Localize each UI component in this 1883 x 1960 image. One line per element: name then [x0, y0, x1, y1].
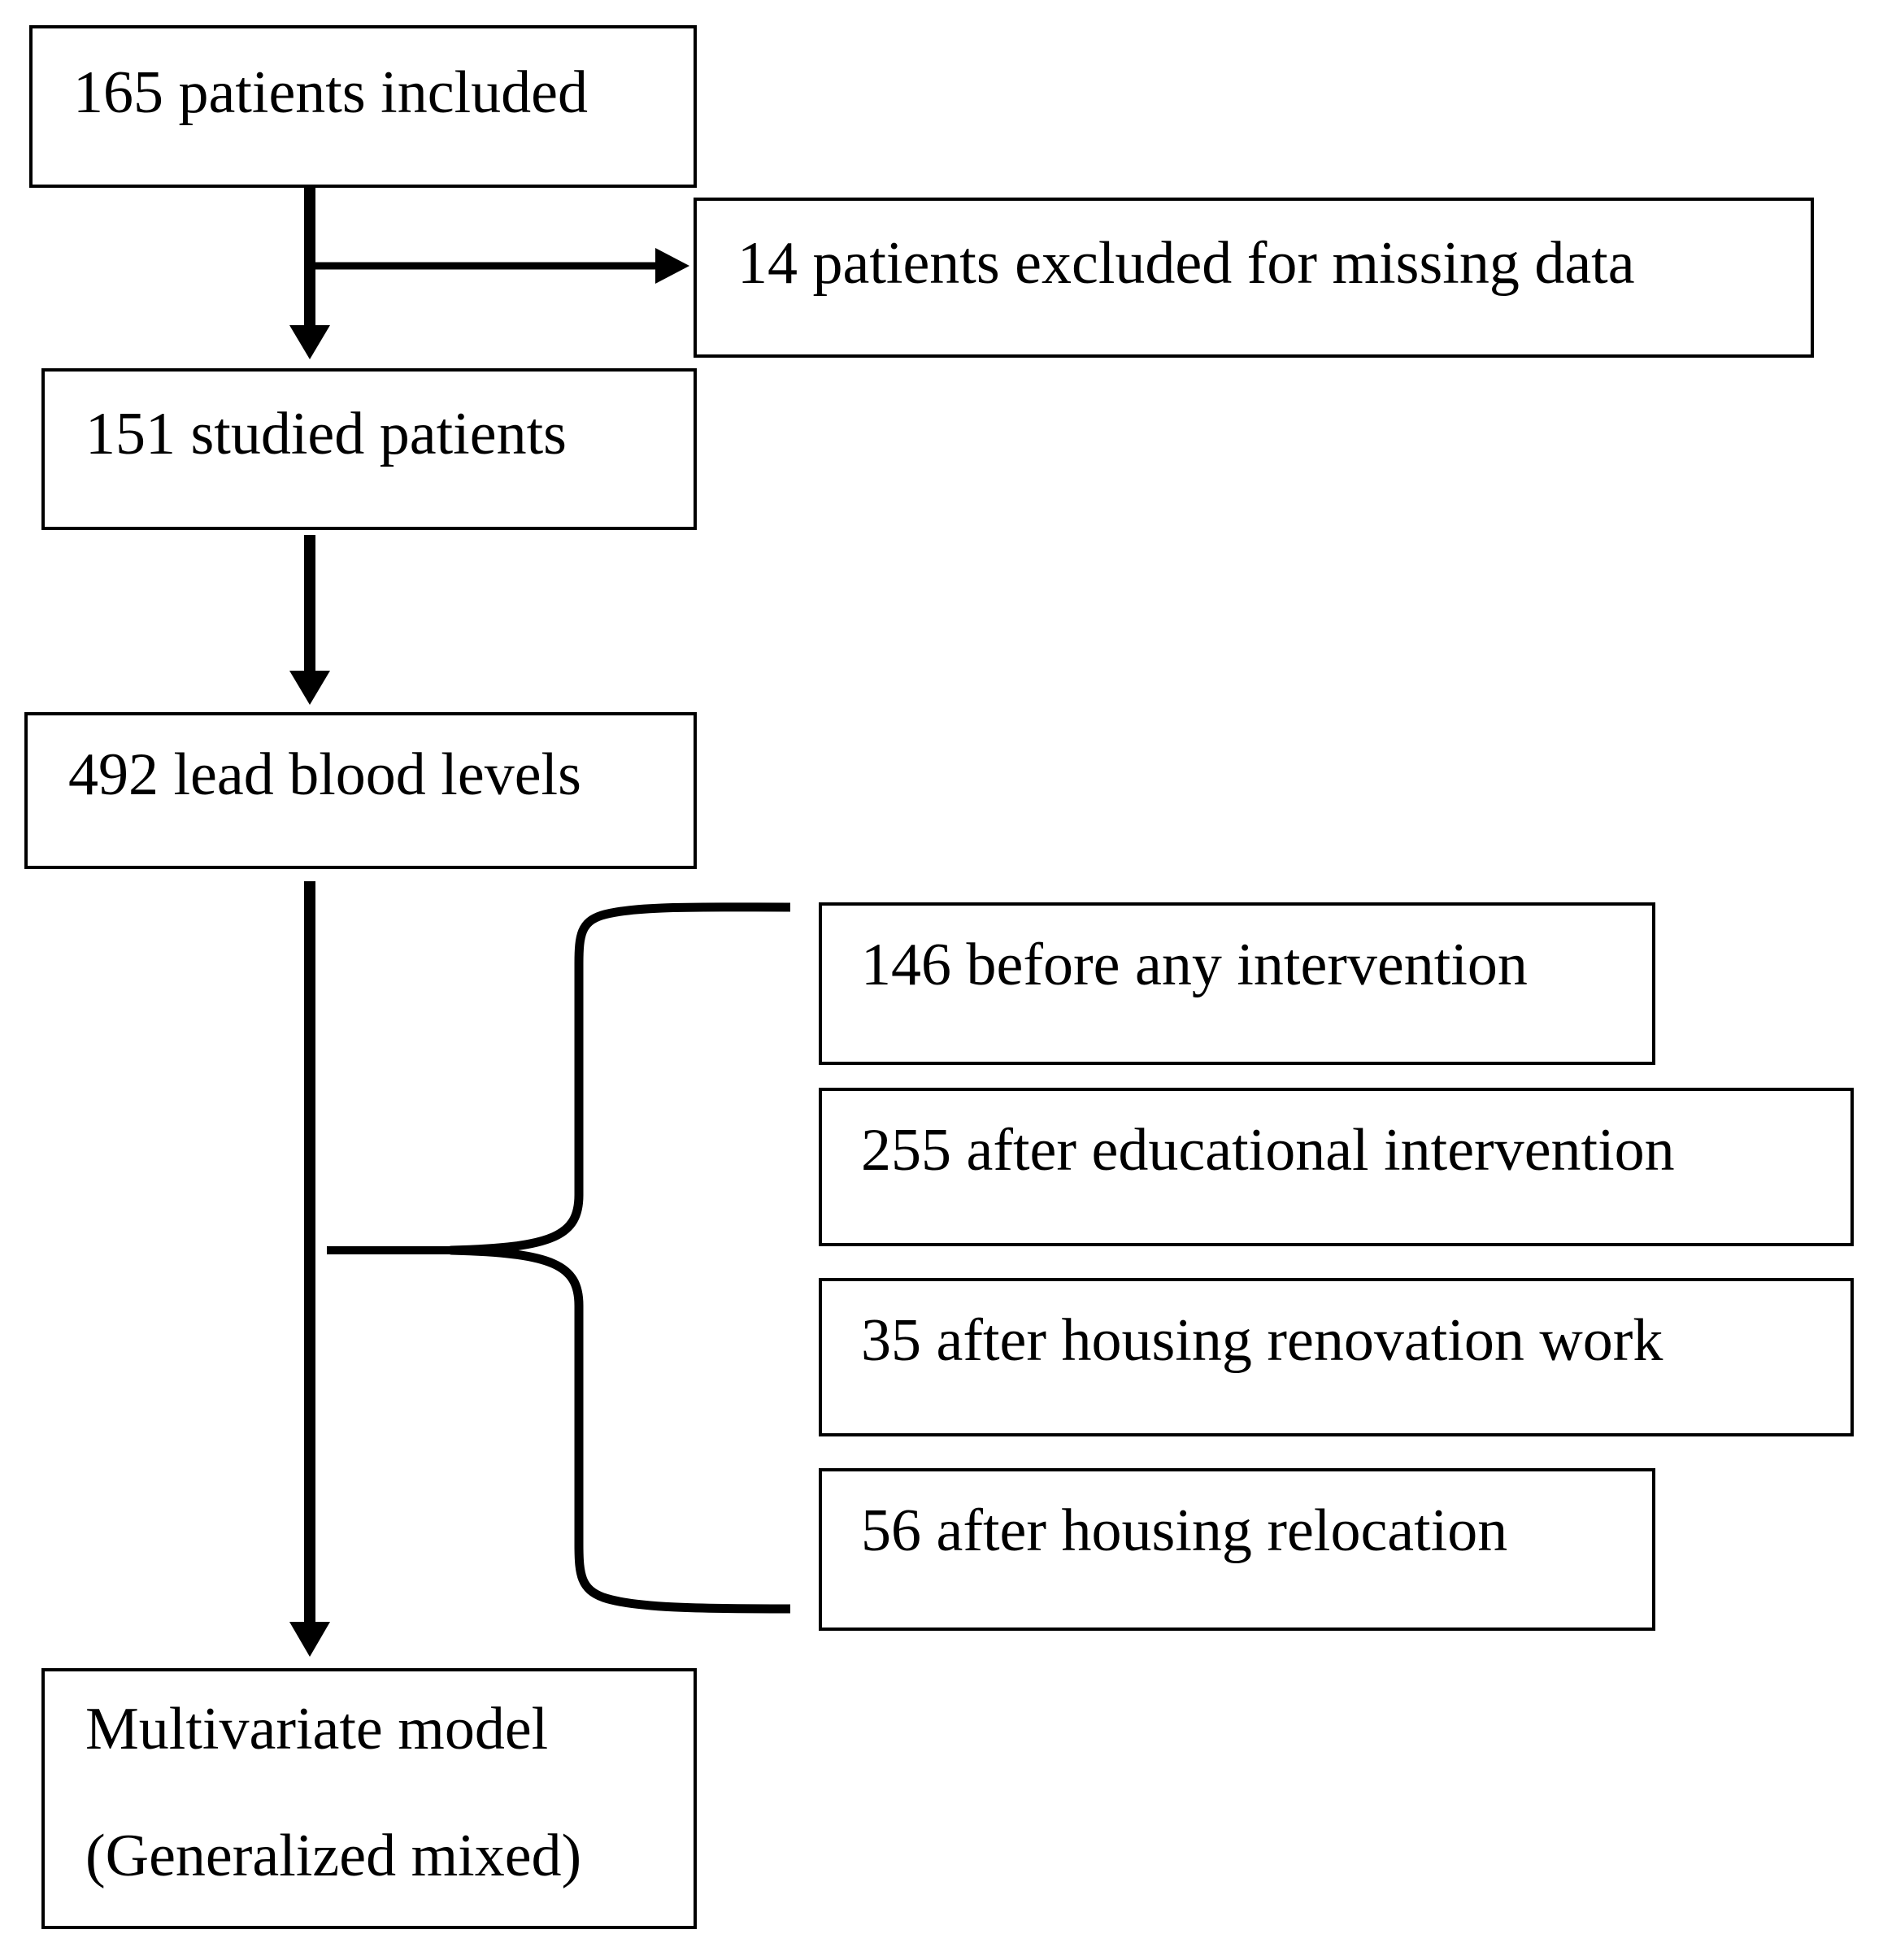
studied-box: 151 studied patients [41, 368, 697, 530]
relocation-label: 56 after housing relocation [861, 1497, 1508, 1564]
excluded-box: 14 patients excluded for missing data [694, 198, 1814, 358]
curly-brace [446, 902, 791, 1614]
educational-label: 255 after educational intervention [861, 1117, 1675, 1184]
included-box: 165 patients included [29, 25, 697, 188]
studied-label: 151 studied patients [85, 401, 567, 467]
arrowhead-model [289, 1622, 330, 1657]
before-box: 146 before any intervention [819, 902, 1655, 1065]
before-label: 146 before any intervention [861, 932, 1528, 998]
levels-label: 492 lead blood levels [68, 741, 581, 808]
educational-box: 255 after educational intervention [819, 1088, 1854, 1246]
included-label: 165 patients included [73, 59, 588, 126]
model-label-line2: (Generalized mixed) [85, 1823, 582, 1889]
renovation-label: 35 after housing renovation work [861, 1307, 1663, 1374]
excluded-label: 14 patients excluded for missing data [737, 230, 1635, 297]
relocation-box: 56 after housing relocation [819, 1468, 1655, 1631]
model-box: Multivariate model (Generalized mixed) [41, 1668, 697, 1929]
levels-box: 492 lead blood levels [24, 712, 697, 869]
model-label-line1: Multivariate model [85, 1696, 549, 1762]
renovation-box: 35 after housing renovation work [819, 1278, 1854, 1436]
arrowhead-levels [289, 671, 330, 705]
arrowhead-studied [289, 325, 330, 359]
arrowhead-excluded [655, 248, 689, 284]
